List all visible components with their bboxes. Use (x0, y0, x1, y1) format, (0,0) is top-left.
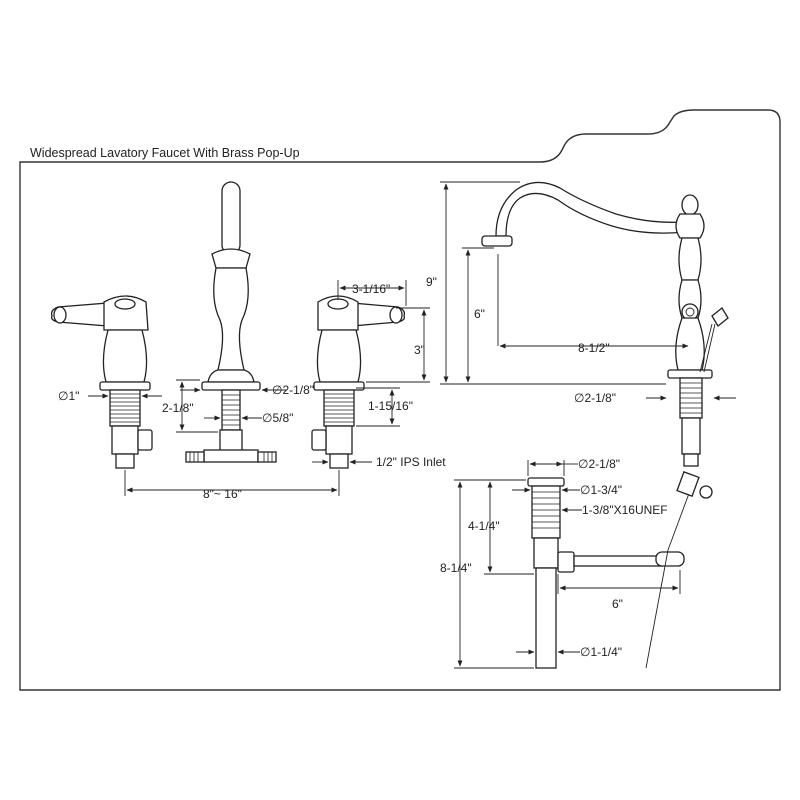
dim-shank-dia: ∅5/8" (262, 411, 293, 425)
dim-drain-flange-dia: ∅2-1/8" (578, 457, 620, 471)
page-title: Widespread Lavatory Faucet With Brass Po… (30, 146, 300, 160)
dim-drain-body-dia: ∅1-3/4" (580, 483, 622, 497)
dim-spout-reach: 8-1/2" (578, 341, 610, 355)
drawing-frame (19, 109, 781, 691)
drain-dimension-lines (454, 460, 681, 669)
spout-front (185, 181, 277, 463)
dim-total-height: 9" (426, 275, 437, 289)
spout-side (481, 181, 729, 467)
pop-up-drain (527, 471, 713, 669)
dim-drain-upper-length: 4-1/4" (468, 519, 500, 533)
dim-drain-total-length: 8-1/4" (440, 561, 472, 575)
dim-base-dia-side: ∅2-1/8" (574, 391, 616, 405)
right-handle (311, 295, 406, 469)
dim-inlet: 1/2" IPS Inlet (376, 455, 446, 469)
dim-spout-shank-length: 2-1/8" (162, 401, 194, 415)
front-dimension-lines (88, 280, 430, 496)
dim-tailpiece-dia: ∅1-1/4" (580, 645, 622, 659)
dim-handle-height: 3" (414, 343, 425, 357)
dim-flange-dia-spout: ∅2-1/8" (272, 383, 314, 397)
side-dimension-lines (440, 181, 736, 401)
dim-handle-reach: 3-1/16" (352, 282, 390, 296)
left-handle (50, 295, 153, 469)
dim-handle-shank-length: 1-15/16" (368, 399, 413, 413)
dim-lift-rod-length: 6" (612, 597, 623, 611)
dim-drain-thread: 1-3/8"X16UNEF (582, 503, 668, 517)
dim-spout-height: 6" (474, 307, 485, 321)
dim-flange-dia-left: ∅1" (58, 389, 79, 403)
dim-spread: 8"~ 16" (203, 487, 242, 501)
